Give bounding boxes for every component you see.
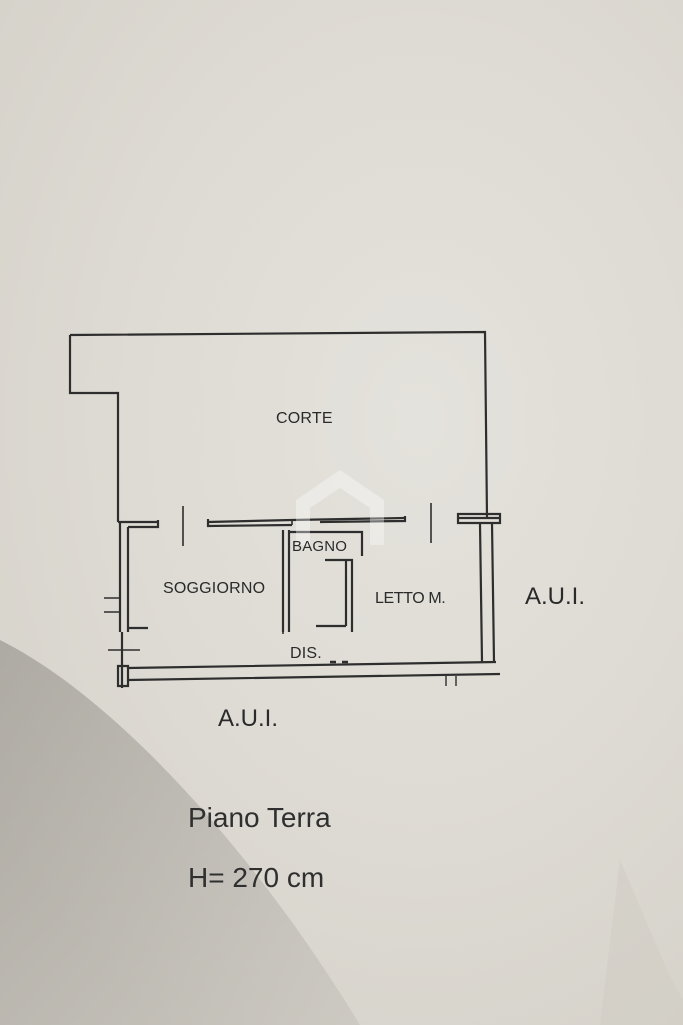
label-soggiorno: SOGGIORNO bbox=[163, 580, 266, 597]
watermark-logo bbox=[296, 470, 384, 545]
floor-title: Piano Terra bbox=[188, 802, 331, 833]
south-wall bbox=[127, 660, 501, 682]
label-bagno: BAGNO bbox=[292, 538, 348, 555]
ceiling-height: H= 270 cm bbox=[188, 862, 325, 893]
label-aui-right: A.U.I. bbox=[525, 583, 586, 610]
corte-outline bbox=[69, 330, 489, 519]
east-wall bbox=[478, 522, 496, 663]
label-dis: DIS. bbox=[290, 645, 322, 662]
corte-notch bbox=[68, 335, 120, 522]
bagno-walls bbox=[281, 530, 291, 632]
label-aui-bottom: A.U.I. bbox=[218, 705, 279, 732]
north-wall bbox=[118, 516, 500, 524]
west-wall bbox=[118, 522, 130, 632]
label-corte: CORTE bbox=[276, 410, 333, 427]
label-letto: LETTO M. bbox=[375, 590, 446, 607]
